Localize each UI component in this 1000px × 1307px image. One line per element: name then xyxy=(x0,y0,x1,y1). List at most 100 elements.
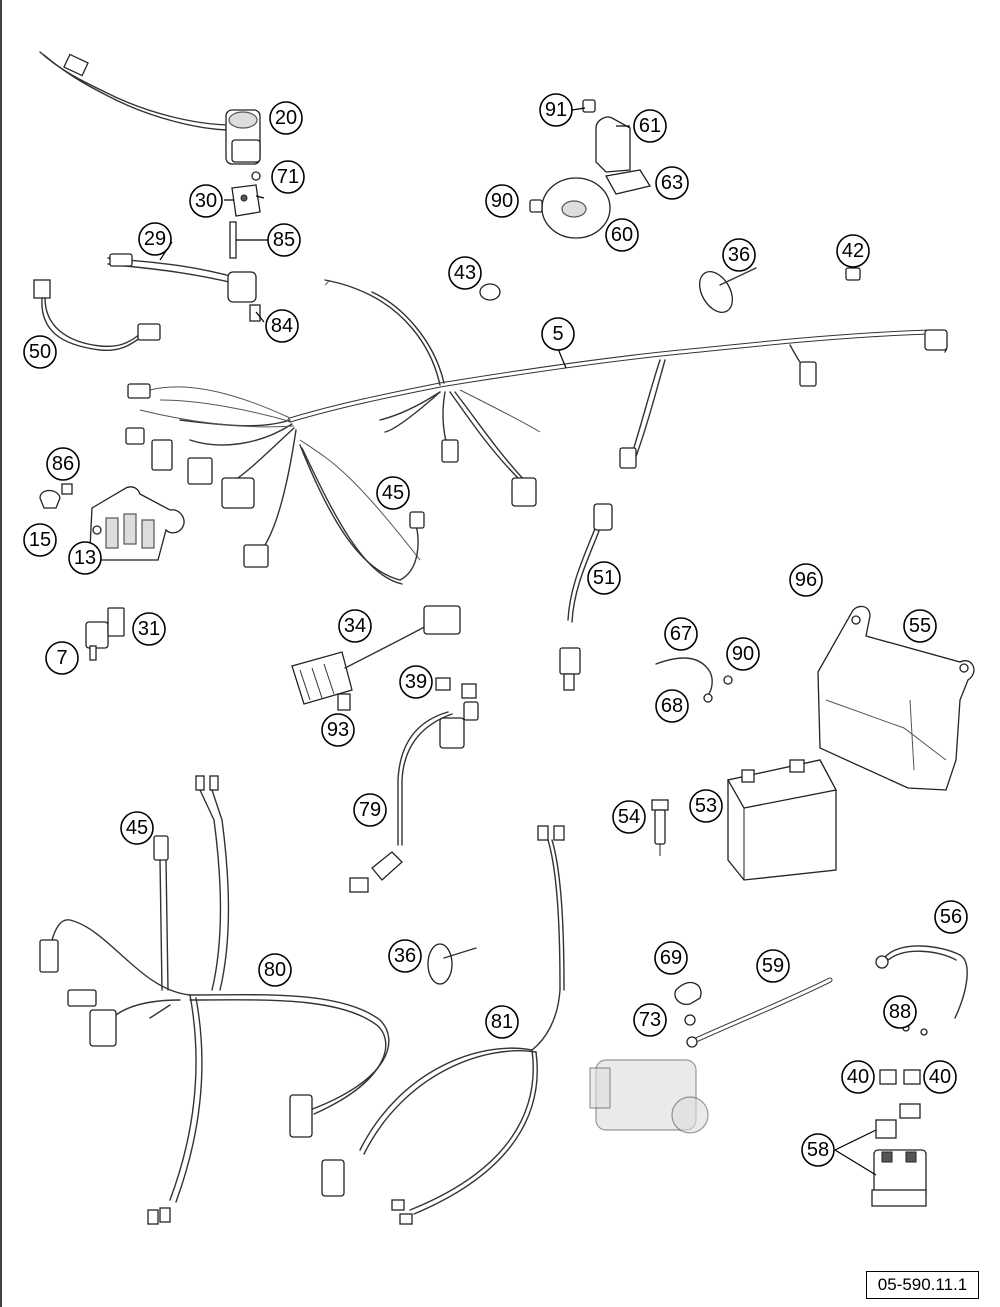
callout-51: 51 xyxy=(587,561,621,595)
callout-13: 13 xyxy=(68,541,102,575)
svg-text:39: 39 xyxy=(405,671,427,693)
callout-53: 53 xyxy=(689,789,723,823)
callout-54: 54 xyxy=(612,800,646,834)
cable-part-50 xyxy=(33,279,161,352)
svg-text:88: 88 xyxy=(889,1001,911,1023)
svg-text:79: 79 xyxy=(359,799,381,821)
svg-text:71: 71 xyxy=(277,166,299,188)
svg-text:7: 7 xyxy=(56,647,67,669)
mounting-plate-part xyxy=(39,483,185,561)
callout-40-left: 40 xyxy=(841,1060,875,1094)
callout-39: 39 xyxy=(399,665,433,699)
svg-text:84: 84 xyxy=(271,315,293,337)
callout-34: 34 xyxy=(338,609,372,643)
svg-text:31: 31 xyxy=(138,618,160,640)
callout-29: 29 xyxy=(138,222,172,256)
horn-part xyxy=(529,99,652,239)
temperature-sensor-part xyxy=(559,503,613,691)
callout-55: 55 xyxy=(903,609,937,643)
svg-text:43: 43 xyxy=(454,262,476,284)
ground-cable-part xyxy=(655,657,733,703)
callout-59: 59 xyxy=(756,949,790,983)
callout-36-top: 36 xyxy=(722,238,756,272)
svg-text:67: 67 xyxy=(670,623,692,645)
svg-text:63: 63 xyxy=(661,172,683,194)
callout-15: 15 xyxy=(23,523,57,557)
callout-71: 71 xyxy=(271,160,305,194)
svg-text:56: 56 xyxy=(940,906,962,928)
fuse-part xyxy=(651,799,669,856)
svg-text:29: 29 xyxy=(144,228,166,250)
callout-45-bottom: 45 xyxy=(120,811,154,845)
svg-text:58: 58 xyxy=(807,1139,829,1161)
callout-67: 67 xyxy=(664,617,698,651)
svg-text:13: 13 xyxy=(74,547,96,569)
callout-56: 56 xyxy=(934,900,968,934)
cable-tie-top xyxy=(698,267,757,313)
callout-69: 69 xyxy=(654,941,688,975)
starter-relay-part xyxy=(871,1024,928,1207)
callout-50: 50 xyxy=(23,335,57,369)
callout-60: 60 xyxy=(605,218,639,252)
battery-part xyxy=(726,759,837,881)
svg-text:90: 90 xyxy=(732,643,754,665)
svg-text:45: 45 xyxy=(382,482,404,504)
ignition-switch-part xyxy=(39,51,261,181)
svg-text:91: 91 xyxy=(545,99,567,121)
main-wiring-harness xyxy=(125,279,948,585)
svg-text:61: 61 xyxy=(639,115,661,137)
callout-58: 58 xyxy=(801,1133,835,1167)
svg-text:90: 90 xyxy=(491,190,513,212)
callout-31: 31 xyxy=(132,612,166,646)
svg-text:53: 53 xyxy=(695,795,717,817)
cable-clamp-part xyxy=(479,283,501,301)
relay-connector-part xyxy=(85,607,125,661)
svg-text:5: 5 xyxy=(552,323,563,345)
svg-text:40: 40 xyxy=(847,1066,869,1088)
starter-cable-part xyxy=(674,977,833,1048)
ignition-coil-harness-part xyxy=(349,677,479,893)
callout-5: 5 xyxy=(541,317,575,351)
switch-bracket-part xyxy=(229,184,268,259)
callout-88: 88 xyxy=(883,995,917,1029)
callout-40-right: 40 xyxy=(923,1060,957,1094)
leader-lines xyxy=(159,107,877,1176)
svg-text:69: 69 xyxy=(660,947,682,969)
svg-text:85: 85 xyxy=(273,229,295,251)
svg-text:60: 60 xyxy=(611,224,633,246)
svg-text:20: 20 xyxy=(275,107,297,129)
svg-text:96: 96 xyxy=(795,569,817,591)
callout-42: 42 xyxy=(836,234,870,268)
svg-text:50: 50 xyxy=(29,341,51,363)
voltage-regulator-part xyxy=(291,605,461,711)
svg-text:55: 55 xyxy=(909,615,931,637)
svg-text:51: 51 xyxy=(593,567,615,589)
svg-text:68: 68 xyxy=(661,695,683,717)
callout-81: 81 xyxy=(485,1005,519,1039)
starter-motor-part xyxy=(589,1059,709,1134)
battery-holder-part xyxy=(817,605,975,791)
callout-90-horn: 90 xyxy=(485,184,519,218)
callout-30: 30 xyxy=(189,184,223,218)
callout-85: 85 xyxy=(267,223,301,257)
svg-text:73: 73 xyxy=(639,1009,661,1031)
svg-text:81: 81 xyxy=(491,1011,513,1033)
svg-text:40: 40 xyxy=(929,1066,951,1088)
callout-7: 7 xyxy=(45,641,79,675)
svg-text:45: 45 xyxy=(126,817,148,839)
svg-text:93: 93 xyxy=(327,719,349,741)
ground-cable-56 xyxy=(875,945,968,1019)
callout-63: 63 xyxy=(655,166,689,200)
svg-text:80: 80 xyxy=(264,959,286,981)
callout-93: 93 xyxy=(321,713,355,747)
svg-text:86: 86 xyxy=(52,453,74,475)
callout-90-ground: 90 xyxy=(726,637,760,671)
diagram-reference-code: 05-590.11.1 xyxy=(866,1271,979,1299)
callout-80: 80 xyxy=(258,953,292,987)
callout-91: 91 xyxy=(539,93,573,127)
callout-45-top: 45 xyxy=(376,476,410,510)
callout-96: 96 xyxy=(789,563,823,597)
lighting-harness-part xyxy=(321,825,565,1225)
svg-text:15: 15 xyxy=(29,529,51,551)
